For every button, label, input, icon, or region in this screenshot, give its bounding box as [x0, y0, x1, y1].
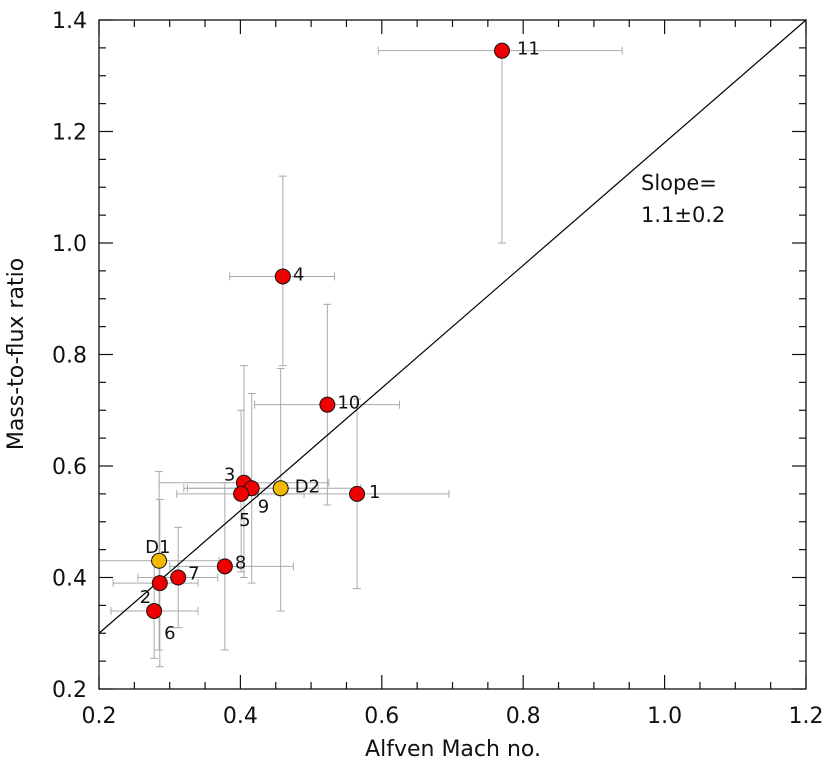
y-tick-label: 1.0: [52, 232, 87, 257]
point-label: 8: [235, 552, 246, 573]
fit-line: [98, 19, 807, 634]
x-tick-label: 0.6: [364, 704, 399, 729]
tick-labels-layer: 0.2 0.4 0.6 0.8 1.0 1.2 0.2 0.4 0.6 0.8 1.0 1.2 1.4: [52, 9, 824, 729]
data-point: [272, 480, 289, 497]
data-point: [493, 42, 510, 59]
y-tick-label: 0.6: [52, 455, 87, 480]
x-tick-label: 1.2: [789, 704, 824, 729]
y-tick-label: 1.2: [52, 121, 87, 146]
fit-line-layer: [98, 19, 807, 634]
x-tick-label: 0.2: [82, 704, 117, 729]
ticks-layer: [98, 19, 807, 690]
x-tick-label: 0.4: [223, 704, 258, 729]
point-label: 3: [224, 465, 235, 486]
data-point: [233, 485, 250, 502]
point-label: 1: [369, 482, 380, 503]
x-axis-title: Alfven Mach no.: [365, 737, 541, 762]
data-point: [349, 485, 366, 502]
y-axis-title: Mass-to-flux ratio: [4, 258, 29, 450]
data-point: [216, 558, 233, 575]
data-point: [274, 268, 291, 285]
data-point: [151, 552, 168, 569]
data-point: [319, 396, 336, 413]
slope-annotation-line1: Slope=: [641, 171, 717, 195]
y-tick-label: 0.4: [52, 567, 87, 592]
points-layer: [146, 42, 510, 619]
point-label: 5: [239, 510, 250, 531]
point-label: 9: [258, 496, 269, 517]
x-tick-label: 1.0: [647, 704, 682, 729]
point-label: 4: [293, 264, 304, 285]
x-tick-label: 0.8: [506, 704, 541, 729]
slope-annotation-line2: 1.1±0.2: [641, 203, 725, 227]
point-label: D1: [145, 537, 170, 558]
data-point: [151, 575, 168, 592]
point-label: D2: [295, 476, 320, 497]
y-tick-label: 0.2: [52, 678, 87, 703]
point-label: 2: [140, 587, 151, 608]
data-point: [170, 569, 187, 586]
point-label: 10: [337, 393, 360, 414]
point-label: 6: [164, 623, 175, 644]
data-point: [146, 602, 163, 619]
point-label: 11: [517, 39, 540, 60]
point-label: 7: [188, 564, 199, 585]
point-labels-layer: 11 4 10 1 D2 3 95 8 D1 7 26: [140, 39, 540, 644]
plot-frame: [98, 19, 807, 690]
y-tick-label: 1.4: [52, 9, 87, 34]
y-tick-label: 0.8: [52, 344, 87, 369]
